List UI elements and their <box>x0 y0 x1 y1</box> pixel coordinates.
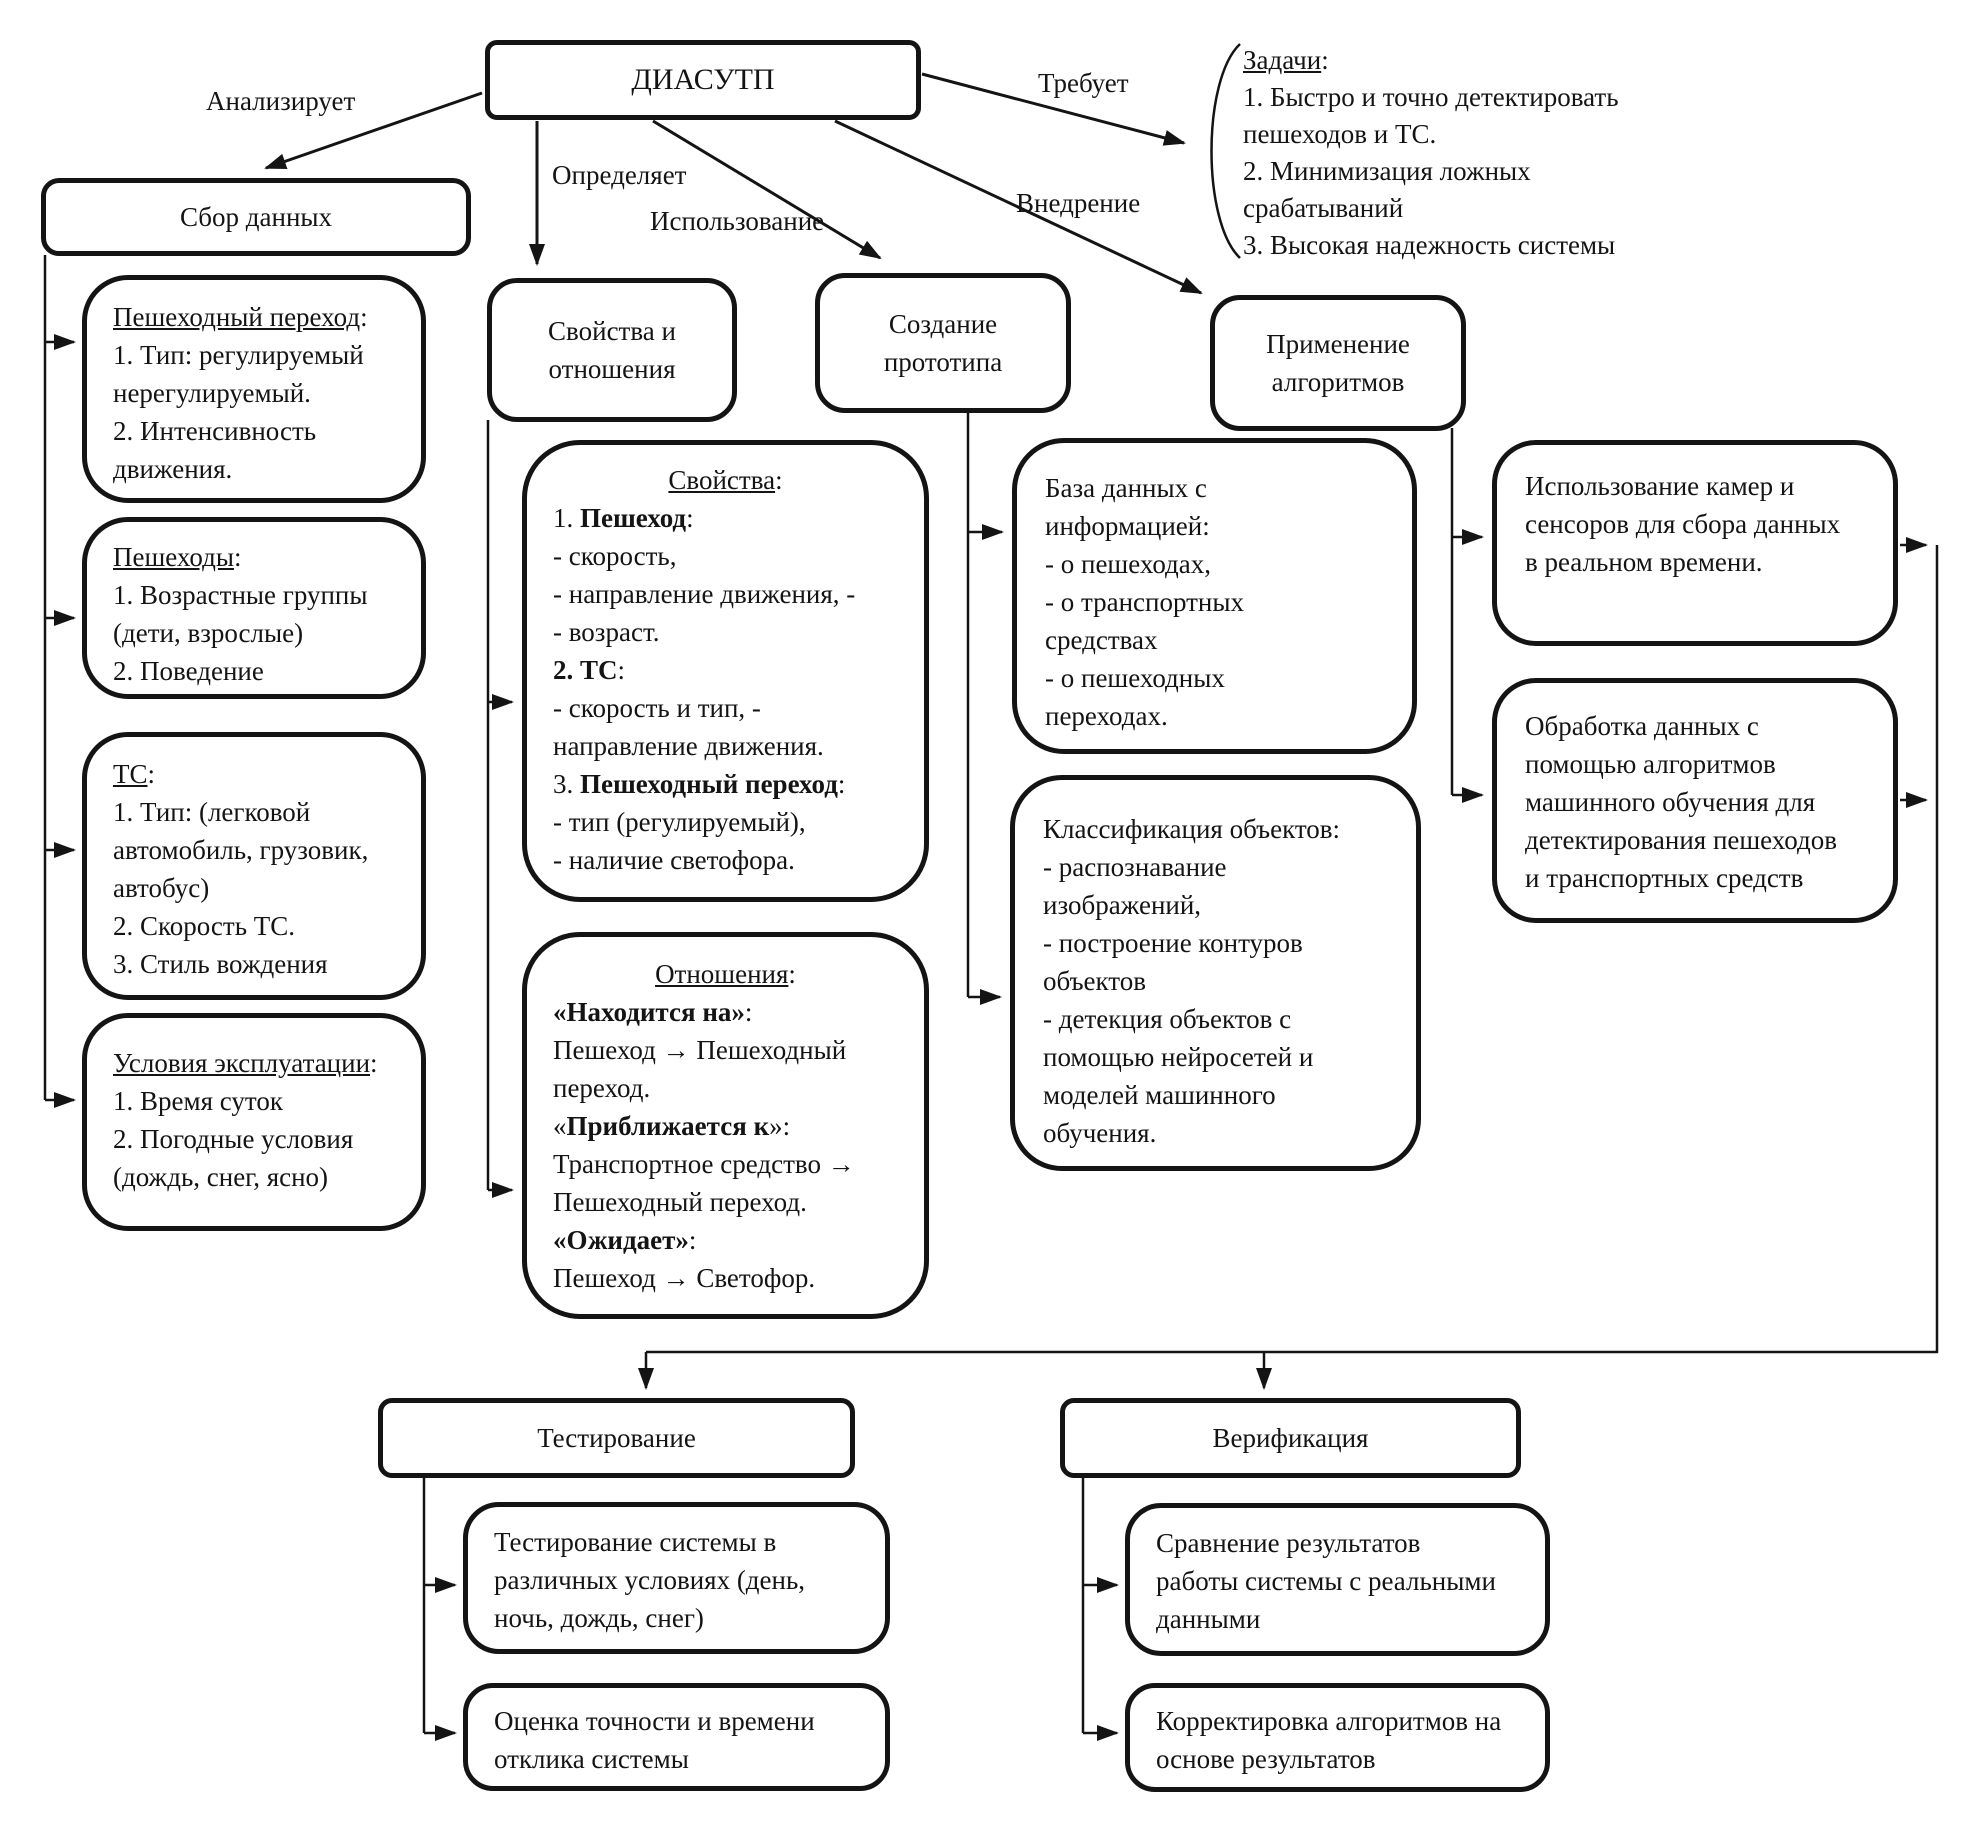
edge-requires <box>921 72 1186 146</box>
node-testing: Тестирование <box>378 1398 855 1478</box>
node-pedestrians: Пешеходы:1. Возрастные группы(дети, взро… <box>82 517 426 699</box>
edge-label-defines: Определяет <box>552 160 687 190</box>
edge-label-implementation: Внедрение <box>1016 188 1141 218</box>
edge-usage <box>652 119 882 260</box>
node-properties: Свойства:1. Пешеход:- скорость,- направл… <box>522 440 929 902</box>
node-data-collection: Сбор данных <box>41 178 471 256</box>
node-root: ДИАСУТП <box>485 40 921 120</box>
edge-analyzes <box>264 91 483 170</box>
edge-label-analyzes: Анализирует <box>206 86 356 116</box>
tasks-bracket <box>1210 43 1241 259</box>
node-relations: Отношения:«Находится на»:Пешеход → Пешех… <box>522 932 929 1319</box>
edge-label-requires: Требует <box>1038 68 1129 98</box>
edge-label-usage: Использование <box>650 206 825 236</box>
edge-implementation <box>834 119 1203 295</box>
bottom-collector <box>646 545 1939 1354</box>
node-verification: Верификация <box>1060 1398 1521 1478</box>
